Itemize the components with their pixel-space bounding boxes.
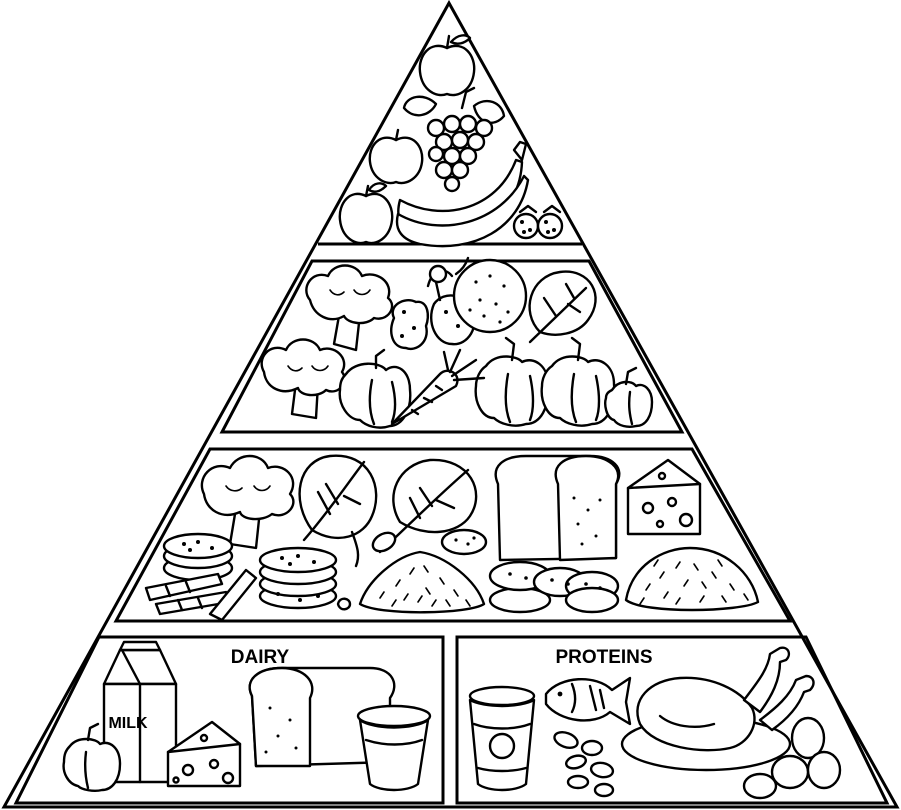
cheese-icon [626, 458, 702, 536]
section-label-proteins: PROTEINS [555, 647, 652, 668]
bell-pepper-icon [540, 336, 616, 427]
roast-chicken-icon [620, 646, 815, 772]
cheese-icon [166, 720, 242, 788]
broccoli-icon [200, 454, 295, 550]
banana-icon [395, 140, 530, 248]
tier-proteins-frame [455, 635, 890, 805]
eggs-icon [742, 716, 842, 800]
rice-icon [624, 546, 760, 612]
dairy-group: DAIRY MILK [62, 640, 432, 792]
cookie-icon [440, 528, 488, 556]
tier-dairy-frame [13, 635, 445, 805]
spinach-icon [528, 270, 597, 344]
bell-pepper-icon [62, 722, 122, 792]
cookie-icon [258, 546, 338, 610]
breadstick-icon [144, 568, 258, 622]
vegetables-group [260, 256, 654, 429]
leaf-icon [402, 95, 438, 117]
bread-loaf-icon [248, 666, 396, 768]
cookie-icon [162, 532, 234, 582]
spinach-icon [371, 458, 478, 554]
apple-icon [338, 182, 394, 245]
raspberry-icon [512, 204, 564, 240]
leaf-icon [472, 99, 506, 125]
milk-carton-icon: MILK [102, 640, 178, 784]
grapes-icon [426, 86, 494, 193]
section-label-dairy: DAIRY [231, 647, 290, 668]
spinach-icon [298, 454, 378, 568]
carrot-icon [390, 348, 486, 426]
cup-icon [356, 704, 432, 792]
cookie-icon [488, 560, 620, 614]
proteins-group: PROTEINS [468, 646, 842, 800]
fish-icon [544, 676, 632, 726]
cabbage-icon [452, 256, 528, 334]
bell-pepper-icon [338, 348, 412, 429]
broccoli-icon [305, 264, 394, 352]
bread-loaf-icon [494, 454, 621, 562]
cup-icon [468, 685, 536, 792]
grain-pile-icon [358, 550, 486, 614]
broccoli-icon [260, 338, 346, 420]
tier-grains-frame [113, 447, 793, 623]
bell-pepper-icon [604, 366, 654, 428]
apple-icon [368, 128, 424, 185]
fruits-group [338, 34, 564, 248]
crumb-icon [336, 597, 352, 611]
bell-pepper-icon [474, 336, 550, 427]
grains-group [144, 454, 760, 622]
apple-icon [418, 34, 476, 97]
milk-carton-label: MILK [108, 715, 148, 732]
beans-icon [553, 731, 615, 798]
